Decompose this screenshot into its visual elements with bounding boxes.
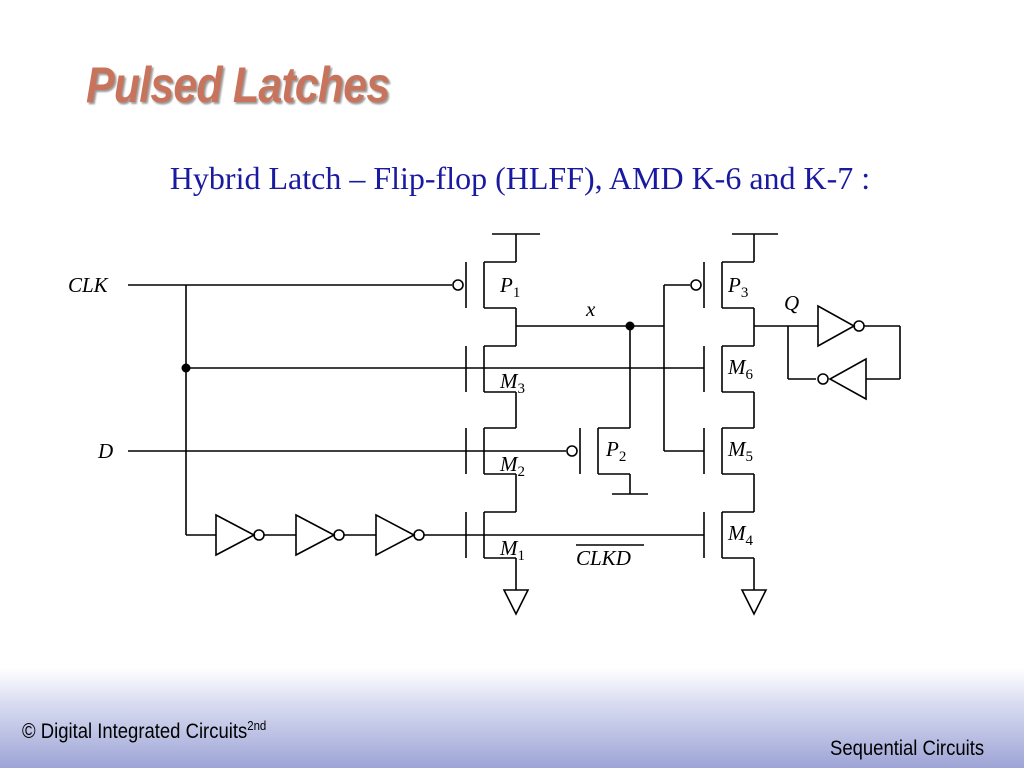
transistor-label-m5: M5 <box>727 437 753 465</box>
signal-label-clk: CLK <box>68 273 109 297</box>
footer-course-name: © Digital Integrated Circuits2nd <box>22 718 266 744</box>
slide-footer <box>0 668 1024 768</box>
signal-label-clkd: CLKD <box>576 546 631 570</box>
transistor-label-m4: M4 <box>727 521 754 549</box>
x-junction-dot <box>625 321 635 331</box>
footer-chapter-name: Sequential Circuits <box>829 737 984 760</box>
transistor-label-p2: P2 <box>605 437 626 465</box>
transistor-label-m3: M3 <box>499 369 525 397</box>
slide-subtitle: Hybrid Latch – Flip-flop (HLFF), AMD K-6… <box>169 160 871 196</box>
signal-label-x: x <box>585 297 596 321</box>
transistor-label-p3: P3 <box>727 273 748 301</box>
transistor-label-m1: M1 <box>499 536 525 564</box>
signal-label-q: Q <box>784 291 799 315</box>
transistor-label-m2: M2 <box>499 452 525 480</box>
circuit-wires <box>128 233 901 616</box>
transistor-label-p1: P1 <box>499 273 520 301</box>
clk-junction-dot <box>181 363 191 373</box>
slide-title: Pulsed Latches <box>86 57 390 113</box>
signal-label-d: D <box>97 439 113 463</box>
footer-course-text: © Digital Integrated Circuits <box>22 720 248 743</box>
transistor-label-m6: M6 <box>727 355 754 383</box>
footer-edition: 2nd <box>247 718 267 733</box>
